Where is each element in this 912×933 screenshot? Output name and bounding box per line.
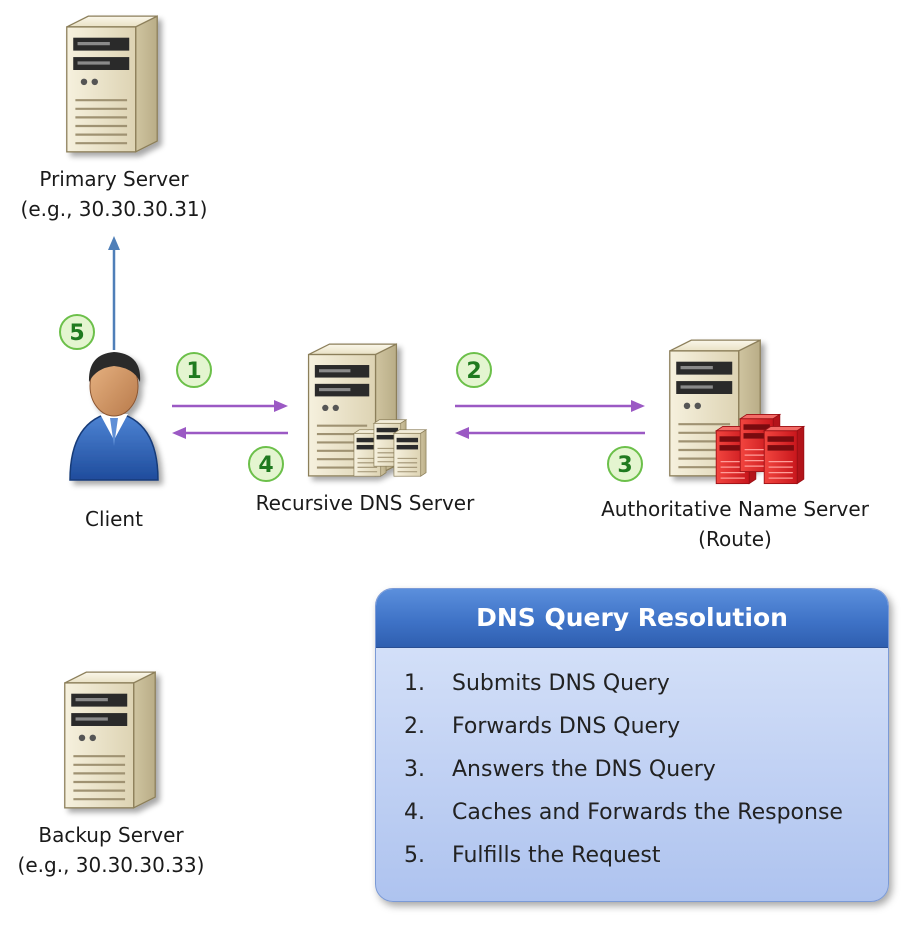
legend-item-text: Caches and Forwards the Response xyxy=(452,800,843,825)
backup-server-label: Backup Server (e.g., 30.30.30.33) xyxy=(0,820,222,880)
user-icon xyxy=(69,352,159,481)
legend-box: DNS Query Resolution 1. Submits DNS Query… xyxy=(375,588,889,902)
step-badge-5-label: 5 xyxy=(69,321,84,346)
primary-server-icon xyxy=(65,15,159,153)
legend-item-text: Answers the DNS Query xyxy=(452,757,716,782)
legend-item-text: Fulfills the Request xyxy=(452,843,661,868)
legend-item: 1. Submits DNS Query xyxy=(404,662,888,705)
recursive-dns-label: Recursive DNS Server xyxy=(240,488,490,518)
authoritative-name: Authoritative Name Server xyxy=(601,497,869,521)
arrow-authoritative-to-recursive xyxy=(455,427,645,439)
arrow-client-to-primary xyxy=(108,236,120,350)
arrow-client-to-recursive xyxy=(172,400,288,412)
authoritative-label: Authoritative Name Server (Route) xyxy=(582,494,888,554)
legend-title: DNS Query Resolution xyxy=(376,589,888,648)
client-label: Client xyxy=(54,504,174,534)
primary-server-name: Primary Server xyxy=(39,167,189,191)
step-badge-3-label: 3 xyxy=(617,453,632,478)
legend-item: 4. Caches and Forwards the Response xyxy=(404,791,888,834)
primary-server-label: Primary Server (e.g., 30.30.30.31) xyxy=(0,164,228,224)
recursive-dns-name: Recursive DNS Server xyxy=(255,491,475,515)
legend-item-number: 5. xyxy=(404,843,425,868)
step-badge-3: 3 xyxy=(607,446,643,482)
legend-item-text: Submits DNS Query xyxy=(452,671,670,696)
arrow-recursive-to-authoritative xyxy=(455,400,645,412)
legend-item-number: 3. xyxy=(404,757,425,782)
step-badge-4: 4 xyxy=(248,446,284,482)
step-badge-1-label: 1 xyxy=(186,359,201,384)
backup-server-icon xyxy=(63,671,157,809)
legend-item-number: 2. xyxy=(404,714,425,739)
arrow-recursive-to-client xyxy=(172,427,288,439)
legend-item-number: 1. xyxy=(404,671,425,696)
authoritative-detail: (Route) xyxy=(698,527,772,551)
backup-server-name: Backup Server xyxy=(38,823,184,847)
legend-item-number: 4. xyxy=(404,800,425,825)
step-badge-5: 5 xyxy=(59,314,95,350)
step-badge-1: 1 xyxy=(176,352,212,388)
client-name: Client xyxy=(85,507,143,531)
legend-item: 3. Answers the DNS Query xyxy=(404,748,888,791)
primary-server-ip: (e.g., 30.30.30.31) xyxy=(20,197,208,221)
legend-item-text: Forwards DNS Query xyxy=(452,714,681,739)
step-badge-2: 2 xyxy=(456,352,492,388)
step-badge-4-label: 4 xyxy=(258,453,273,478)
step-badge-2-label: 2 xyxy=(466,359,481,384)
legend-list: 1. Submits DNS Query 2. Forwards DNS Query… xyxy=(376,648,888,877)
legend-item: 2. Forwards DNS Query xyxy=(404,705,888,748)
legend-item: 5. Fulfills the Request xyxy=(404,834,888,877)
backup-server-ip: (e.g., 30.30.30.33) xyxy=(17,853,205,877)
